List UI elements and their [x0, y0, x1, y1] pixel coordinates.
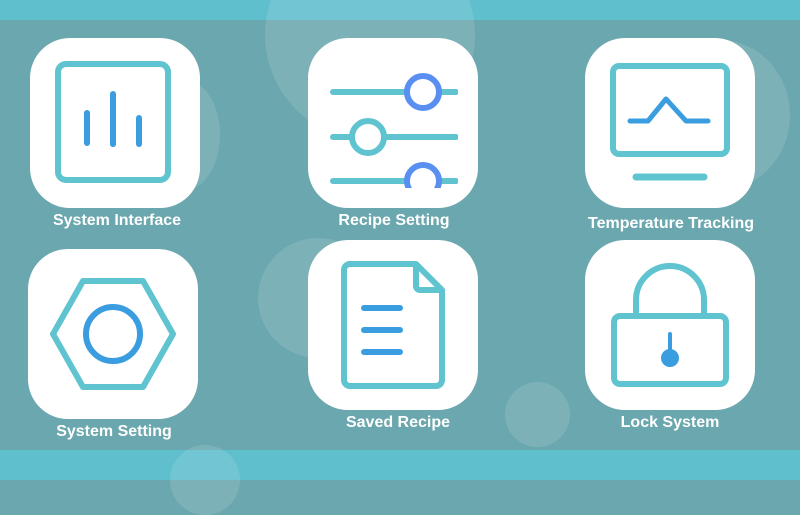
system-setting-button[interactable] [28, 249, 198, 419]
temperature-tracking-button[interactable] [585, 38, 755, 208]
recipe-setting-button[interactable] [308, 38, 478, 208]
background-bubble [505, 382, 570, 447]
bar-chart-icon [55, 61, 171, 183]
bottom-bar [0, 450, 800, 480]
padlock-icon [611, 263, 729, 387]
lock-system-label: Lock System [620, 414, 720, 431]
system-setting-label: System Setting [56, 423, 172, 440]
recipe-setting-label: Recipe Setting [338, 212, 450, 229]
sliders-icon [330, 73, 458, 188]
document-icon [341, 261, 445, 389]
hex-nut-icon [50, 278, 176, 390]
system-interface-label: System Interface [52, 212, 182, 229]
system-interface-button[interactable] [30, 38, 200, 208]
background-bubble [170, 445, 240, 515]
top-bar [0, 0, 800, 20]
temperature-tracking-label: Temperature Tracking [588, 215, 754, 232]
saved-recipe-label: Saved Recipe [345, 414, 451, 431]
saved-recipe-button[interactable] [308, 240, 478, 410]
monitor-graph-icon [610, 63, 730, 181]
lock-system-button[interactable] [585, 240, 755, 410]
